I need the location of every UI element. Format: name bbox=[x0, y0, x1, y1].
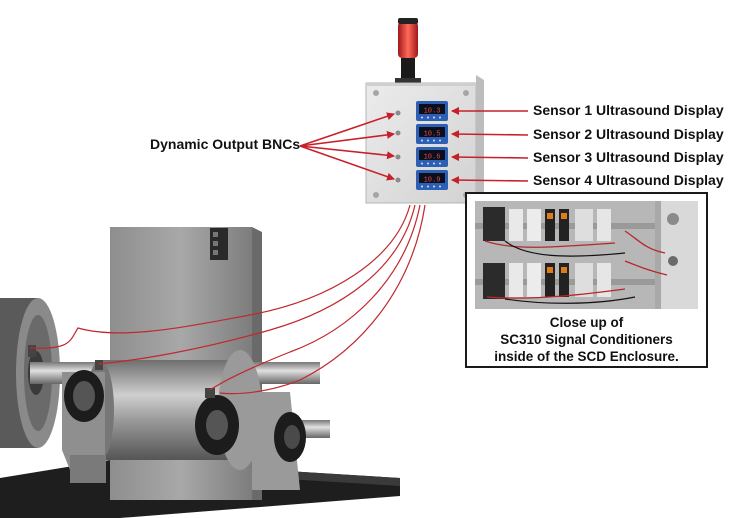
bnc-connector-1 bbox=[395, 110, 401, 116]
sensor-1-label: Sensor 1 Ultrasound Display bbox=[533, 102, 724, 118]
arrowhead-icon bbox=[451, 176, 529, 185]
arrowhead-icon bbox=[299, 145, 395, 181]
sensor-2-label: Sensor 2 Ultrasound Display bbox=[533, 126, 724, 142]
bearing-block-right bbox=[195, 392, 306, 490]
ultrasound-display-3: 10.6 bbox=[416, 147, 448, 167]
arrowhead-icon bbox=[299, 145, 395, 160]
bnc-arrows bbox=[299, 112, 395, 181]
closeup-inset: Close up of SC310 Signal Conditioners in… bbox=[465, 192, 708, 368]
display-readout-2: 10.5 bbox=[424, 131, 441, 139]
bnc-connector-2 bbox=[395, 130, 401, 136]
sensor-3-label: Sensor 3 Ultrasound Display bbox=[533, 149, 724, 165]
arrowhead-icon bbox=[299, 130, 395, 147]
bnc-connector-4 bbox=[395, 177, 401, 183]
arrowhead-icon bbox=[299, 112, 395, 147]
inset-caption: Close up of SC310 Signal Conditioners in… bbox=[467, 314, 706, 365]
arrowhead-icon bbox=[451, 153, 529, 162]
inset-caption-line-3: inside of the SCD Enclosure. bbox=[494, 349, 679, 364]
display-readout-3: 10.6 bbox=[424, 154, 441, 162]
arrowhead-icon bbox=[451, 130, 529, 139]
ultrasound-display-2: 10.5 bbox=[416, 124, 448, 144]
display-readout-1: 10.3 bbox=[424, 108, 441, 116]
signal-conditioner-photo bbox=[475, 201, 698, 309]
bearing-block-left bbox=[62, 370, 106, 483]
ultrasound-display-1: 10.3 bbox=[416, 101, 448, 121]
display-readout-4: 10.9 bbox=[424, 177, 441, 185]
inset-caption-line-1: Close up of bbox=[549, 315, 624, 330]
inset-caption-line-2: SC310 Signal Conditioners bbox=[500, 332, 673, 347]
bnc-connector-3 bbox=[395, 154, 401, 160]
ultrasound-display-4: 10.9 bbox=[416, 170, 448, 190]
display-arrows bbox=[451, 107, 529, 185]
sensor-4-label: Sensor 4 Ultrasound Display bbox=[533, 172, 724, 188]
sensor-cables bbox=[29, 204, 426, 395]
stack-light-icon bbox=[395, 18, 421, 83]
bnc-label: Dynamic Output BNCs bbox=[150, 136, 301, 152]
